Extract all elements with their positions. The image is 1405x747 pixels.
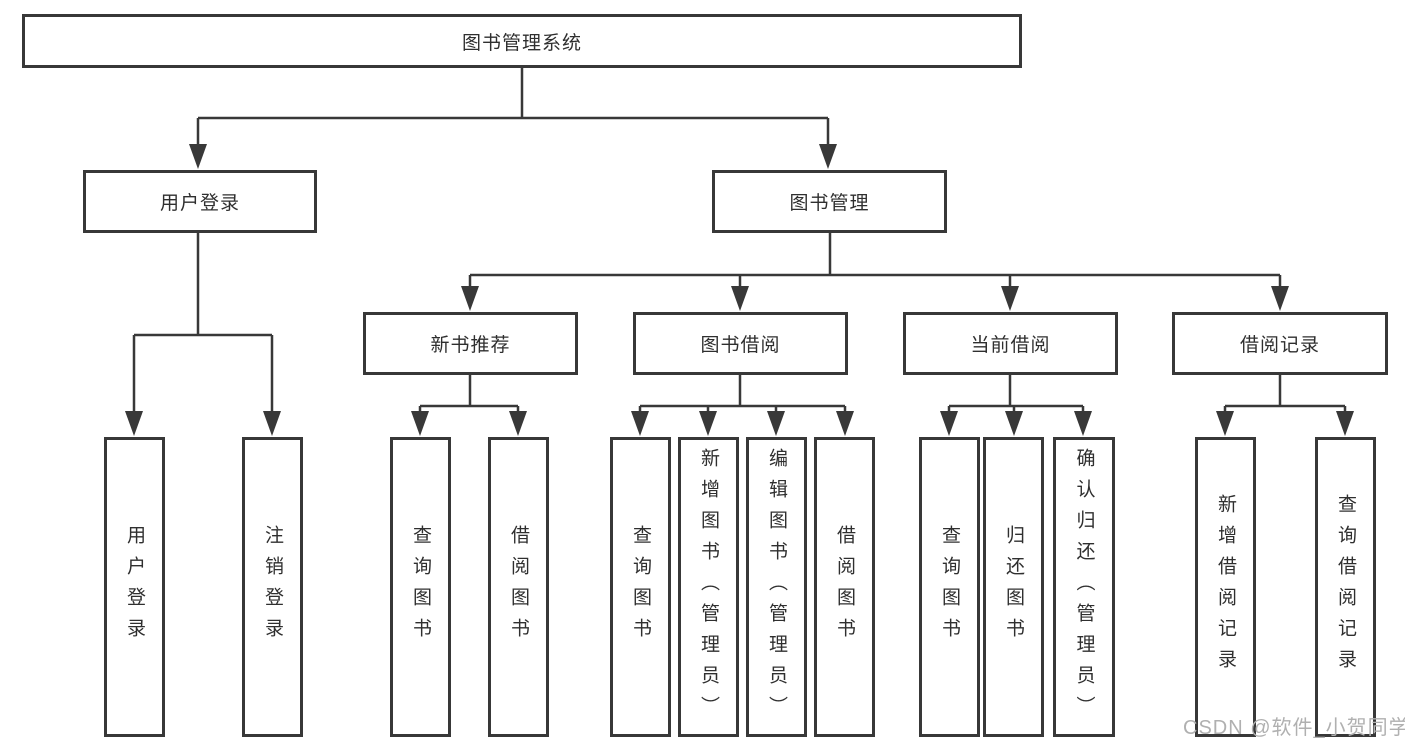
arrowhead-icon bbox=[1271, 286, 1289, 311]
leaf-records-query: 查询借阅记录 bbox=[1315, 437, 1376, 737]
connector-line bbox=[132, 233, 274, 418]
arrowhead-icon bbox=[1001, 286, 1019, 311]
node-label: 借阅图书 bbox=[834, 525, 855, 649]
node-label: 新增借阅记录 bbox=[1215, 494, 1236, 680]
node-book-management: 图书管理 bbox=[712, 170, 947, 233]
watermark: CSDN @软件_小贺同学 bbox=[1183, 717, 1405, 739]
arrowhead-icon bbox=[631, 411, 649, 436]
node-label: 编辑图书（管理员） bbox=[766, 447, 787, 727]
node-label: 新书推荐 bbox=[430, 335, 511, 356]
node-label: 当前借阅 bbox=[970, 335, 1051, 356]
leaf-borrow-add-admin: 新增图书（管理员） bbox=[678, 437, 739, 737]
node-label: 用户登录 bbox=[159, 193, 240, 214]
node-label: 注销登录 bbox=[262, 525, 283, 649]
arrowhead-icon bbox=[1336, 411, 1354, 436]
arrowhead-icon bbox=[940, 411, 958, 436]
leaf-current-confirm-admin: 确认归还（管理员） bbox=[1053, 437, 1115, 737]
connector-line bbox=[1223, 375, 1347, 418]
node-label: 新增图书（管理员） bbox=[698, 447, 719, 727]
leaf-borrow-query: 查询图书 bbox=[610, 437, 671, 737]
arrowhead-icon bbox=[189, 144, 207, 169]
connector-line bbox=[638, 375, 847, 418]
leaf-user-login: 用户登录 bbox=[104, 437, 165, 737]
arrowhead-icon bbox=[767, 411, 785, 436]
node-label: 图书管理系统 bbox=[461, 32, 582, 54]
arrowhead-icon bbox=[1074, 411, 1092, 436]
arrowhead-icon bbox=[836, 411, 854, 436]
connector-line bbox=[468, 233, 1282, 292]
node-label: 查询图书 bbox=[410, 525, 431, 649]
arrowhead-icon bbox=[411, 411, 429, 436]
node-label: 图书管理 bbox=[789, 193, 870, 214]
arrowhead-icon bbox=[461, 286, 479, 311]
leaf-newbook-query: 查询图书 bbox=[390, 437, 451, 737]
connector-line bbox=[947, 375, 1085, 418]
node-root: 图书管理系统 bbox=[22, 14, 1022, 68]
connector-line bbox=[418, 375, 520, 418]
arrowhead-icon bbox=[263, 411, 281, 436]
leaf-newbook-borrow: 借阅图书 bbox=[488, 437, 549, 737]
connector-line bbox=[196, 67, 830, 150]
arrowhead-icon bbox=[731, 286, 749, 311]
arrowhead-icon bbox=[819, 144, 837, 169]
node-label: 查询图书 bbox=[939, 525, 960, 649]
arrowhead-icon bbox=[699, 411, 717, 436]
node-user-login: 用户登录 bbox=[83, 170, 317, 233]
node-borrow-records: 借阅记录 bbox=[1172, 312, 1388, 375]
node-current-borrow: 当前借阅 bbox=[903, 312, 1118, 375]
arrowhead-icon bbox=[509, 411, 527, 436]
node-new-book-recommend: 新书推荐 bbox=[363, 312, 578, 375]
node-label: 借阅记录 bbox=[1239, 335, 1320, 356]
arrowhead-icon bbox=[1005, 411, 1023, 436]
arrowhead-icon bbox=[125, 411, 143, 436]
node-book-borrow: 图书借阅 bbox=[633, 312, 848, 375]
node-label: 确认归还（管理员） bbox=[1073, 447, 1095, 727]
arrowhead-icon bbox=[1216, 411, 1234, 436]
leaf-borrow-borrow: 借阅图书 bbox=[814, 437, 875, 737]
leaf-logout: 注销登录 bbox=[242, 437, 303, 737]
node-label: 用户登录 bbox=[124, 525, 145, 649]
node-label: 借阅图书 bbox=[508, 525, 529, 649]
leaf-current-return: 归还图书 bbox=[983, 437, 1044, 737]
node-label: 查询图书 bbox=[630, 525, 651, 649]
leaf-records-add: 新增借阅记录 bbox=[1195, 437, 1256, 737]
leaf-borrow-edit-admin: 编辑图书（管理员） bbox=[746, 437, 807, 737]
leaf-current-query: 查询图书 bbox=[919, 437, 980, 737]
node-label: 归还图书 bbox=[1003, 525, 1024, 649]
node-label: 查询借阅记录 bbox=[1335, 494, 1356, 680]
node-label: 图书借阅 bbox=[700, 335, 781, 356]
